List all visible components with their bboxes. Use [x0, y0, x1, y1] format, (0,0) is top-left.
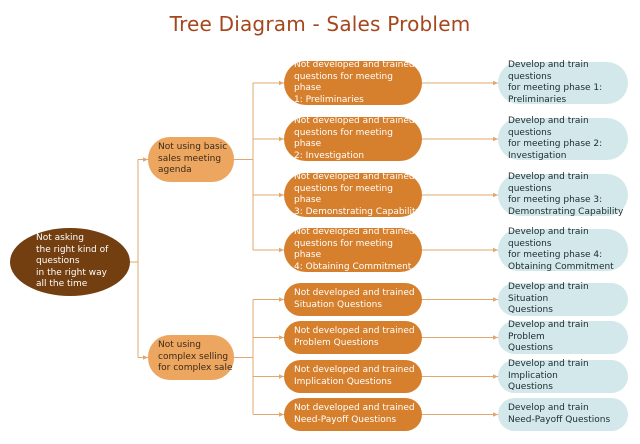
problem-node-label: Not developed and trained Situation Ques…: [294, 288, 415, 310]
solution-node[interactable]: Develop and train Problem Questions: [498, 320, 628, 354]
solution-node-label: Develop and train Implication Questions: [508, 359, 589, 393]
diagram-title: Tree Diagram - Sales Problem: [169, 12, 471, 36]
cause-node-label: Not using complex selling for complex sa…: [158, 340, 233, 374]
solution-node-label: Develop and train Need-Payoff Questions: [508, 403, 611, 425]
problem-node[interactable]: Not developed and trained questions for …: [284, 116, 422, 161]
solution-node-label: Develop and train questions for meeting …: [508, 172, 624, 217]
problem-node[interactable]: Not developed and trained questions for …: [284, 172, 422, 217]
problem-node-label: Not developed and trained questions for …: [294, 227, 415, 272]
problem-node-label: Not developed and trained Implication Qu…: [294, 365, 415, 387]
cause-node-label: Not using basic sales meeting agenda: [158, 142, 228, 176]
problem-node-label: Not developed and trained Need-Payoff Qu…: [294, 403, 415, 425]
problem-node[interactable]: Not developed and trained Problem Questi…: [284, 321, 422, 354]
problem-node[interactable]: Not developed and trained Need-Payoff Qu…: [284, 398, 422, 431]
problem-node-label: Not developed and trained questions for …: [294, 116, 415, 161]
problem-node[interactable]: Not developed and trained questions for …: [284, 60, 422, 105]
solution-node[interactable]: Develop and train Implication Questions: [498, 359, 628, 393]
solution-node[interactable]: Develop and train Need-Payoff Questions: [498, 398, 628, 431]
problem-node[interactable]: Not developed and trained questions for …: [284, 227, 422, 272]
root-node-label: Not asking the right kind of questions i…: [36, 233, 109, 290]
cause-node-complex-selling[interactable]: Not using complex selling for complex sa…: [148, 335, 234, 380]
solution-node-label: Develop and train Situation Questions: [508, 282, 589, 316]
solution-node[interactable]: Develop and train questions for meeting …: [498, 116, 628, 161]
solution-node-label: Develop and train questions for meeting …: [508, 116, 603, 161]
solution-node[interactable]: Develop and train questions for meeting …: [498, 60, 628, 105]
cause-node-basic-agenda[interactable]: Not using basic sales meeting agenda: [148, 137, 234, 182]
solution-node[interactable]: Develop and train questions for meeting …: [498, 227, 628, 272]
solution-node-label: Develop and train questions for meeting …: [508, 60, 603, 105]
solution-node[interactable]: Develop and train Situation Questions: [498, 282, 628, 316]
solution-node-label: Develop and train Problem Questions: [508, 320, 589, 354]
problem-node-label: Not developed and trained questions for …: [294, 172, 421, 217]
solution-node-label: Develop and train questions for meeting …: [508, 227, 614, 272]
root-node[interactable]: Not asking the right kind of questions i…: [10, 228, 130, 296]
solution-node[interactable]: Develop and train questions for meeting …: [498, 172, 628, 217]
problem-node-label: Not developed and trained Problem Questi…: [294, 326, 415, 348]
problem-node[interactable]: Not developed and trained Implication Qu…: [284, 360, 422, 393]
problem-node[interactable]: Not developed and trained Situation Ques…: [284, 283, 422, 316]
problem-node-label: Not developed and trained questions for …: [294, 60, 415, 105]
